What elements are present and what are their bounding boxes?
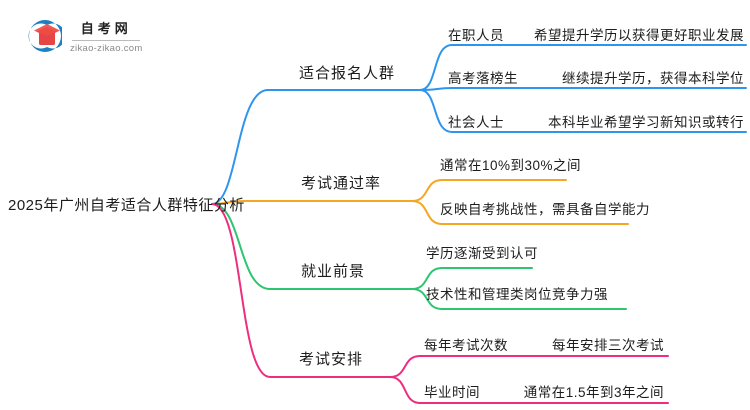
- branch-line-passrate-child-1: [411, 179, 567, 202]
- node-passrate-challenge: 反映自考挑战性，需具备自学能力: [440, 202, 650, 217]
- branch-line-career-child-1: [411, 267, 533, 290]
- branch-line-career: [211, 203, 413, 290]
- node-social: 社会人士: [448, 115, 504, 130]
- node-career-recognition: 学历逐渐受到认可: [426, 246, 538, 261]
- logo-text: 自考网 zikao-zikao.com: [70, 18, 143, 54]
- branch-line-schedule-child-2: [389, 376, 669, 404]
- branch-line-enroll: [211, 89, 421, 205]
- node-graduation-time-desc: 通常在1.5年到3年之间: [523, 385, 664, 400]
- branch-line-passrate-child-2: [411, 200, 629, 225]
- node-worker: 在职人员: [448, 28, 504, 43]
- branch-line-schedule-child-1: [389, 355, 669, 378]
- logo-title: 自考网: [80, 21, 132, 36]
- logo-divider: [72, 40, 141, 41]
- branch-line-career-child-2: [411, 288, 627, 310]
- node-gaokao: 高考落榜生: [448, 71, 518, 86]
- node-exam-times-desc: 每年安排三次考试: [552, 338, 664, 353]
- node-row-worker: 在职人员 希望提升学历以获得更好职业发展: [448, 24, 744, 44]
- node-gaokao-desc: 继续提升学历，获得本科学位: [562, 71, 744, 86]
- node-row-gaokao: 高考落榜生 继续提升学历，获得本科学位: [448, 67, 744, 87]
- branch-label-career: 就业前景: [301, 263, 366, 280]
- root-node: 2025年广州自考适合人群特征分析: [8, 197, 245, 214]
- node-worker-desc: 希望提升学历以获得更好职业发展: [534, 28, 744, 43]
- branch-line-enroll-child-3: [419, 89, 747, 133]
- logo: 自考网 zikao-zikao.com: [28, 18, 143, 54]
- branch-line-enroll-child-1: [419, 44, 747, 91]
- node-exam-times: 每年考试次数: [424, 338, 508, 353]
- graduation-cap-icon: [28, 20, 62, 52]
- node-career-competitive: 技术性和管理类岗位竞争力强: [426, 287, 608, 302]
- node-row-social: 社会人士 本科毕业希望学习新知识或转行: [448, 111, 744, 131]
- branch-label-enroll: 适合报名人群: [299, 65, 396, 82]
- node-graduation-time: 毕业时间: [424, 385, 480, 400]
- node-row-exam-times: 每年考试次数 每年安排三次考试: [424, 334, 664, 354]
- node-row-graduation-time: 毕业时间 通常在1.5年到3年之间: [424, 381, 664, 401]
- branch-line-enroll-child-2: [419, 87, 747, 91]
- logo-domain: zikao-zikao.com: [70, 43, 143, 54]
- branch-label-passrate: 考试通过率: [301, 175, 382, 192]
- branch-line-schedule: [211, 203, 391, 378]
- node-passrate-range: 通常在10%到30%之间: [440, 158, 582, 173]
- branch-label-schedule: 考试安排: [299, 351, 364, 368]
- node-social-desc: 本科毕业希望学习新知识或转行: [548, 115, 744, 130]
